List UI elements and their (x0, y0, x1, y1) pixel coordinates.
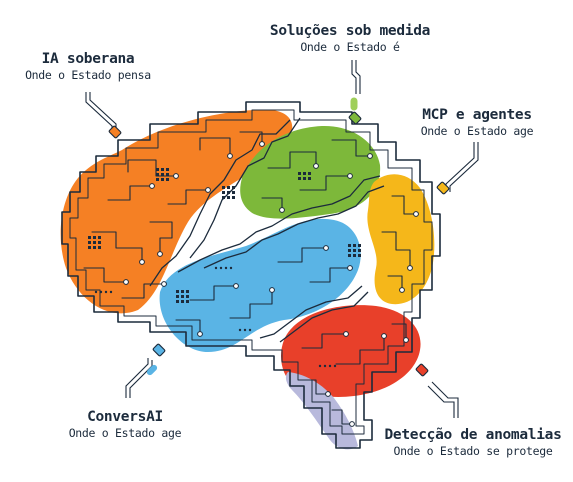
leader-deteccao (415, 363, 459, 418)
chip-grid-blue (176, 290, 189, 303)
conversai-title: ConversAI (87, 409, 163, 425)
conversai-blob (159, 218, 361, 352)
solucoes-title: Soluções sob medida (269, 23, 431, 39)
leader-mcp (436, 142, 479, 195)
solucoes-subtitle: Onde o Estado é (300, 40, 400, 54)
ia-soberana-subtitle: Onde o Estado pensa (25, 68, 151, 82)
chip-grid-yellow (348, 244, 361, 257)
brain-outline-inner (69, 109, 433, 435)
region-blobs (60, 109, 435, 450)
conversai-subtitle: Onde o Estado age (68, 426, 182, 440)
ia-soberana-title: IA soberana (41, 51, 135, 67)
ia-soberana-blob (60, 109, 293, 314)
circuit-traces (83, 131, 417, 425)
chip-grid-orange-1 (156, 168, 169, 181)
mcp-title: MCP e agentes (422, 107, 532, 123)
deteccao-subtitle: Onde o Estado se protege (393, 444, 553, 458)
circuit-nodes (123, 141, 419, 427)
label-mcp: MCP e agentes Onde o Estado age (402, 106, 552, 139)
deteccao-anomalias-blob (281, 305, 421, 397)
deteccao-title: Detecção de anomalias (384, 427, 562, 443)
leader-ia-soberana (85, 92, 122, 139)
label-conversai: ConversAI Onde o Estado age (50, 408, 200, 441)
leader-conversai (125, 343, 166, 398)
chip-grid-green (298, 172, 311, 180)
label-solucoes: Soluções sob medida Onde o Estado é (250, 22, 450, 55)
mcp-agentes-blob (367, 174, 435, 305)
fissures (149, 117, 385, 343)
label-deteccao: Detecção de anomalias Onde o Estado se p… (378, 426, 568, 459)
dot-rows (94, 266, 337, 368)
leader-solucoes (348, 60, 362, 125)
brain-outline (61, 101, 441, 449)
chip-grid-orange-3 (88, 236, 101, 249)
chip-grids (88, 168, 361, 303)
chip-grid-orange-2 (222, 186, 235, 199)
label-ia-soberana: IA soberana Onde o Estado pensa (8, 50, 168, 83)
mcp-subtitle: Onde o Estado age (420, 124, 534, 138)
